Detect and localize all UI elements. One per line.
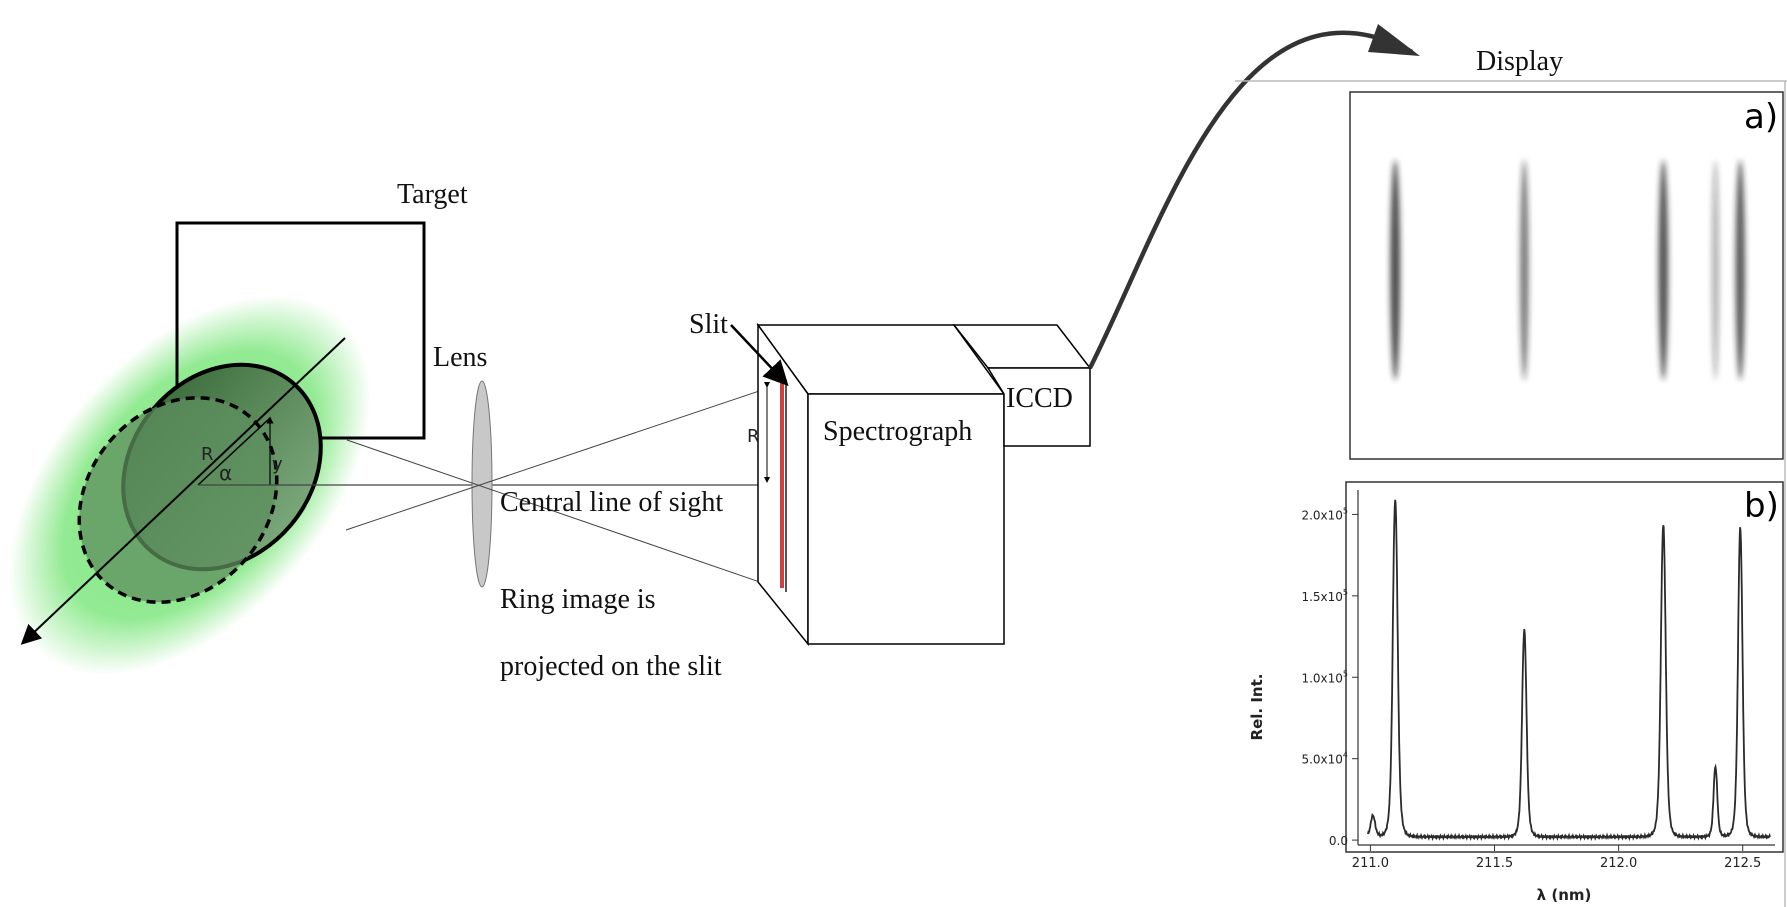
- x-tick-label: 212.5: [1724, 856, 1761, 871]
- panel-b-label: b): [1744, 486, 1779, 526]
- alpha-label: α: [219, 461, 232, 485]
- iccd-label: ICCD: [1006, 383, 1073, 414]
- spectrograph: [756, 322, 1006, 647]
- slit-radius-label: R: [747, 426, 760, 447]
- image-emission-band-3: [1711, 160, 1719, 380]
- spectrograph-label: Spectrograph: [823, 416, 972, 447]
- y-axis-label: Rel. Int.: [1248, 674, 1266, 741]
- iccd-image-panel: [1349, 91, 1784, 460]
- y-tick-label: 5.0x104: [1301, 751, 1348, 767]
- ring-text-line1: Ring image is: [500, 584, 656, 615]
- y-tick-label: 2.0x105: [1301, 506, 1348, 522]
- data-transfer-arrowhead: [1368, 24, 1420, 56]
- ring-text-line2: projected on the slit: [500, 651, 722, 682]
- x-tick-label: 211.0: [1352, 856, 1389, 871]
- x-tick-label: 211.5: [1476, 856, 1513, 871]
- y-tick-label: 0.0: [1329, 834, 1348, 848]
- display-label: Display: [1476, 46, 1563, 77]
- x-axis-label: λ (nm): [1537, 886, 1592, 904]
- spectrum-panel: [1345, 481, 1784, 853]
- y-tick-label: 1.0x105: [1301, 669, 1348, 685]
- ray-upper: [346, 439, 784, 591]
- image-emission-band-0: [1390, 160, 1401, 380]
- spectrum-chart: 211.0 211.5 212.0 212.5 0.0 5.0x104 1.0x105 1.5…: [1301, 490, 1775, 871]
- slit-pointer-arrow: [730, 324, 789, 387]
- image-emission-band-1: [1520, 160, 1529, 380]
- data-transfer-arrow: [1087, 30, 1414, 370]
- central-line-label: Central line of sight: [500, 487, 723, 518]
- iccd-camera: [952, 324, 1092, 447]
- panel-a-label: a): [1744, 97, 1778, 137]
- target-label: Target: [397, 179, 468, 210]
- image-emission-band-4: [1735, 160, 1746, 380]
- y-label: y: [272, 454, 283, 475]
- symmetry-axis-arrow: [20, 337, 346, 645]
- radius-label: R: [201, 444, 214, 465]
- ray-lower: [345, 382, 784, 531]
- x-tick-label: 212.0: [1600, 856, 1637, 871]
- image-emission-band-2: [1658, 160, 1669, 380]
- y-tick-label: 1.5x105: [1301, 588, 1348, 604]
- radius-line: [197, 417, 271, 486]
- lens-label: Lens: [433, 342, 487, 373]
- spectrum-series-line: [1367, 499, 1771, 842]
- slit-label: Slit: [689, 309, 728, 340]
